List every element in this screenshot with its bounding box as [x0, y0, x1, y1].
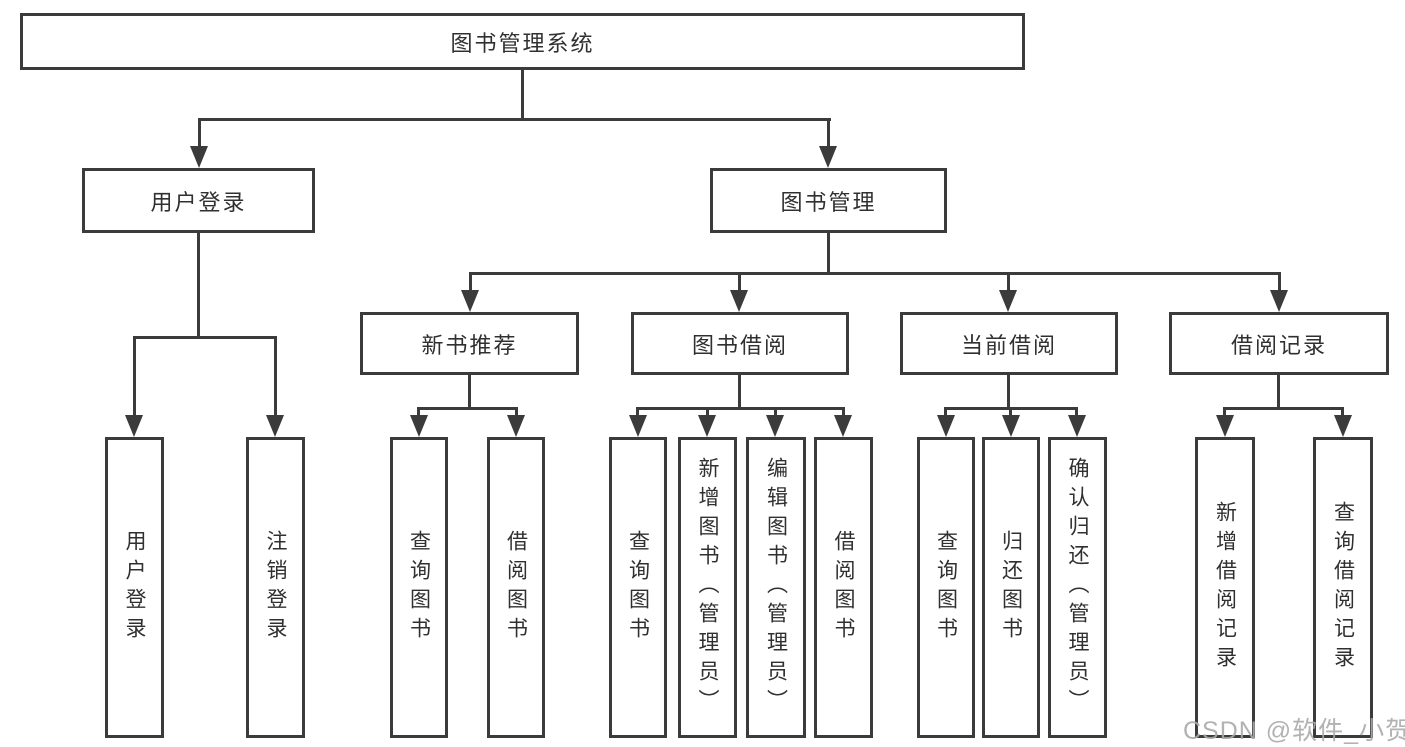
- leaf-label: 查询图书: [407, 529, 431, 646]
- arrow-down-icon: [266, 415, 284, 437]
- connector-line: [198, 118, 201, 150]
- leaf-nb-query-books: 查询图书: [390, 437, 448, 738]
- connector-line: [944, 407, 947, 419]
- connector-line: [1007, 272, 1010, 294]
- leaf-label: 借阅图书: [832, 529, 855, 646]
- leaf-label: 新增借阅记录: [1213, 500, 1237, 675]
- connector-line: [1009, 407, 1012, 419]
- connector-line: [1341, 407, 1344, 419]
- connector-line: [197, 233, 200, 339]
- node-book-management: 图书管理: [710, 168, 947, 233]
- arrow-down-icon: [1270, 290, 1288, 312]
- leaf-label: 查询图书: [626, 529, 650, 646]
- leaf-label: 用户登录: [123, 529, 146, 646]
- arrow-down-icon: [190, 146, 208, 168]
- leaf-br-query-record: 查询借阅记录: [1313, 437, 1373, 738]
- arrow-down-icon: [125, 415, 143, 437]
- node-root: 图书管理系统: [20, 13, 1025, 70]
- csdn-watermark: CSDN @软件_小贺同学: [1183, 717, 1405, 745]
- leaf-bb-edit-books-admin: 编辑图书（管理员）: [746, 437, 806, 738]
- arrow-down-icon: [1216, 415, 1234, 437]
- leaf-label: 查询借阅记录: [1331, 500, 1355, 675]
- connector-line: [636, 407, 639, 419]
- arrow-down-icon: [507, 415, 525, 437]
- arrow-down-icon: [629, 415, 647, 437]
- leaf-label: 借阅图书: [504, 529, 528, 646]
- arrow-down-icon: [834, 415, 852, 437]
- connector-line: [774, 407, 777, 419]
- arrow-down-icon: [999, 290, 1017, 312]
- arrow-down-icon: [730, 290, 748, 312]
- connector-line: [738, 272, 741, 294]
- leaf-label: 新增图书（管理员）: [696, 457, 719, 718]
- connector-line: [636, 407, 845, 410]
- connector-line: [706, 407, 709, 419]
- connector-line: [133, 336, 277, 339]
- arrow-down-icon: [1334, 415, 1352, 437]
- arrow-down-icon: [1068, 415, 1086, 437]
- connector-line: [842, 407, 845, 419]
- arrow-down-icon: [698, 415, 716, 437]
- leaf-bb-add-books-admin: 新增图书（管理员）: [678, 437, 737, 738]
- connector-line: [1223, 407, 1226, 419]
- node-current-borrowing: 当前借阅: [900, 312, 1118, 375]
- connector-line: [521, 70, 524, 120]
- connector-line: [1075, 407, 1078, 419]
- leaf-cb-return-books: 归还图书: [982, 437, 1040, 738]
- arrow-down-icon: [819, 146, 837, 168]
- node-borrow-records: 借阅记录: [1169, 312, 1389, 375]
- connector-line: [1278, 272, 1281, 294]
- connector-line: [1223, 407, 1343, 410]
- arrow-down-icon: [766, 415, 784, 437]
- connector-line: [827, 233, 830, 275]
- arrow-down-icon: [461, 290, 479, 312]
- connector-line: [133, 336, 136, 418]
- node-book-borrowing: 图书借阅: [631, 312, 849, 375]
- leaf-label: 编辑图书（管理员）: [764, 457, 788, 718]
- leaf-bb-query-books: 查询图书: [609, 437, 667, 738]
- connector-line: [1007, 375, 1010, 409]
- leaf-user-login: 用户登录: [105, 437, 164, 738]
- connector-line: [827, 118, 830, 150]
- node-new-book-recommend: 新书推荐: [360, 312, 579, 375]
- connector-line: [1277, 375, 1280, 409]
- leaf-bb-borrow-books: 借阅图书: [814, 437, 873, 738]
- arrow-down-icon: [1002, 415, 1020, 437]
- node-user-login: 用户登录: [82, 168, 315, 233]
- leaf-label: 查询图书: [934, 529, 958, 646]
- connector-line: [515, 407, 518, 419]
- connector-line: [738, 375, 741, 409]
- connector-line: [417, 407, 420, 419]
- leaf-br-add-record: 新增借阅记录: [1195, 437, 1255, 738]
- leaf-label: 注销登录: [264, 529, 287, 646]
- connector-line: [417, 407, 518, 410]
- connector-line: [469, 272, 472, 294]
- connector-line: [274, 336, 277, 418]
- leaf-nb-borrow-books: 借阅图书: [487, 437, 545, 738]
- leaf-cb-confirm-return-admin: 确认归还（管理员）: [1048, 437, 1107, 738]
- connector-line: [468, 375, 471, 409]
- arrow-down-icon: [410, 415, 428, 437]
- leaf-label: 归还图书: [999, 529, 1023, 646]
- leaf-logout: 注销登录: [246, 437, 305, 738]
- leaf-label: 确认归还（管理员）: [1066, 457, 1089, 718]
- leaf-cb-query-books: 查询图书: [917, 437, 975, 738]
- arrow-down-icon: [937, 415, 955, 437]
- connector-line: [469, 272, 1281, 275]
- connector-line: [198, 118, 831, 121]
